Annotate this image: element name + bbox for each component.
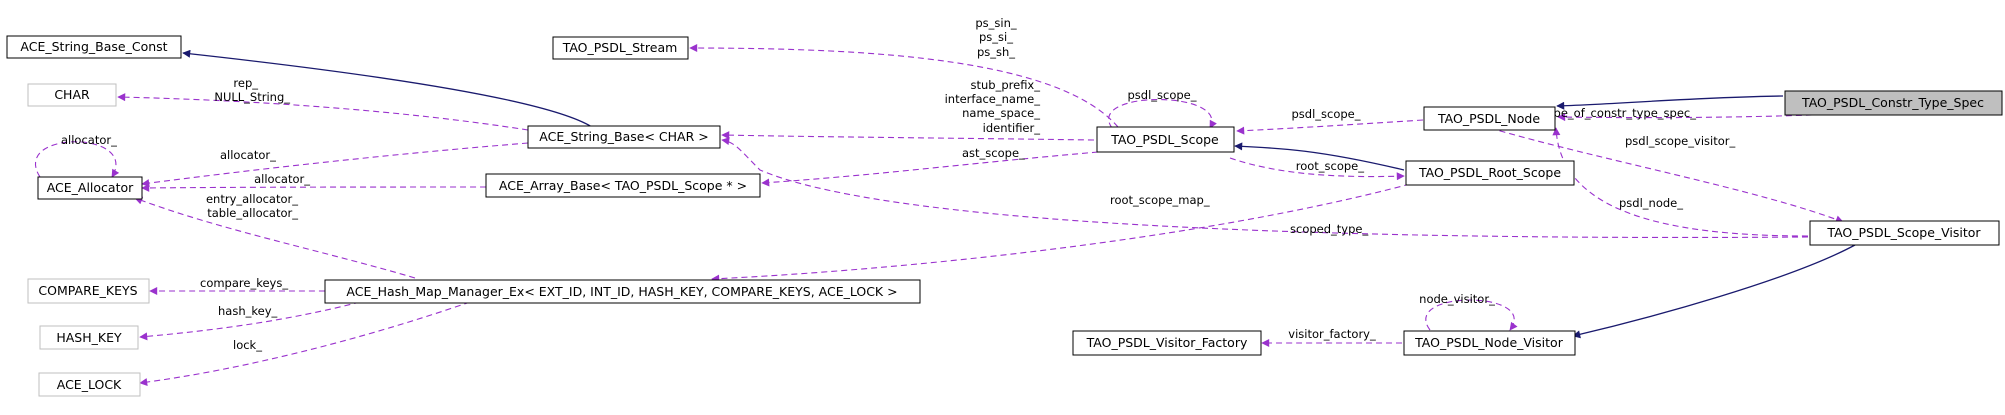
label-allocator-string: allocator_ [220,148,276,162]
edge-labels: ps_sin_ ps_si_ ps_sh_ psdl_scope_ rep_ N… [61,16,1735,352]
label-allocator-array: allocator_ [254,172,310,186]
label-psdl-scope-node: psdl_scope_ [1291,107,1360,121]
edge-node-to-scope-visitor [1489,127,1844,224]
label-rep: rep_ [233,76,258,90]
node-label: HASH_KEY [56,330,122,345]
node-label: TAO_PSDL_Stream [562,40,678,55]
node-label: ACE_Allocator [47,180,134,195]
node-label: TAO_PSDL_Node [1437,111,1540,126]
label-identifier: identifier_ [983,121,1041,135]
label-ast-scope: ast_scope_ [962,146,1025,160]
label-root-scope: root_scope_ [1296,159,1365,173]
edges [35,44,1856,387]
node-ace-string-base-const[interactable]: ACE_String_Base_Const [6,35,182,59]
node-label: TAO_PSDL_Constr_Type_Spec [1801,95,1984,110]
edge-allocator-self-loop [35,141,120,178]
node-tao-psdl-constr-type-spec[interactable]: TAO_PSDL_Constr_Type_Spec [1784,90,2003,116]
edge-root-scope-to-scope-usage [1229,157,1405,181]
edge-scope-visitor-to-node [1552,127,1809,237]
edge-hash-map-to-ace-lock [139,301,471,387]
node-label: COMPARE_KEYS [38,283,137,298]
edge-scope-self-loop [1108,98,1217,129]
node-tao-psdl-scope-visitor[interactable]: TAO_PSDL_Scope_Visitor [1809,220,2000,246]
node-label: ACE_Hash_Map_Manager_Ex< EXT_ID, INT_ID,… [346,284,897,299]
label-entry-allocator: entry_allocator_ [206,192,298,206]
edge-string-base-to-allocator [141,142,529,188]
edge-constr-type-spec-to-node [1556,95,1784,110]
node-ace-string-base-char[interactable]: ACE_String_Base< CHAR > [527,125,721,149]
label-type-of-constr-type-spec: type_of_constr_type_spec_ [1542,106,1696,120]
edge-node-to-scope [1236,119,1424,135]
node-label: ACE_String_Base< CHAR > [539,129,708,144]
node-tao-psdl-node-visitor[interactable]: TAO_PSDL_Node_Visitor [1403,330,1576,356]
node-ace-hash-map-manager-ex[interactable]: ACE_Hash_Map_Manager_Ex< EXT_ID, INT_ID,… [324,279,921,304]
label-visitor-factory: visitor_factory_ [1288,327,1376,341]
edge-scope-visitor-to-node-visitor [1572,244,1856,339]
edge-string-base-to-string-base-const [182,49,593,128]
node-compare-keys[interactable]: COMPARE_KEYS [27,278,150,304]
edge-root-scope-to-scope [1234,142,1405,171]
node-label: ACE_LOCK [57,377,122,392]
node-label: ACE_Array_Base< TAO_PSDL_Scope * > [499,178,747,193]
node-ace-lock[interactable]: ACE_LOCK [38,372,141,397]
node-tao-psdl-root-scope[interactable]: TAO_PSDL_Root_Scope [1405,160,1575,186]
edge-scope-to-array-base [761,151,1099,187]
node-label: TAO_PSDL_Scope [1110,132,1219,147]
label-compare-keys: compare_keys_ [200,276,288,290]
node-label: TAO_PSDL_Scope_Visitor [1826,225,1981,240]
node-hash-key[interactable]: HASH_KEY [39,325,139,350]
label-ps-sin: ps_sin_ [975,16,1017,30]
node-ace-array-base[interactable]: ACE_Array_Base< TAO_PSDL_Scope * > [485,173,761,198]
node-label: CHAR [54,87,90,102]
label-scoped-type: scoped_type_ [1290,222,1368,236]
nodes: ACE_String_Base_Const TAO_PSDL_Stream CH… [6,35,2003,397]
edge-scope-visitor-to-string-base [721,137,1809,239]
edge-array-base-to-allocator [141,183,487,192]
label-stub-prefix: stub_prefix_ [971,78,1041,92]
node-label: TAO_PSDL_Node_Visitor [1414,335,1564,350]
edge-root-scope-to-hash-map [711,183,1411,283]
node-tao-psdl-stream[interactable]: TAO_PSDL_Stream [552,36,689,60]
edge-constr-type-spec-to-node-usage [1557,113,1813,122]
edge-hash-map-to-hash-key [139,301,361,341]
node-label: ACE_String_Base_Const [20,39,167,54]
label-node-visitor: node_visitor_ [1419,292,1495,306]
label-psdl-scope-visitor: psdl_scope_visitor_ [1625,134,1735,148]
label-allocator-self: allocator_ [61,133,117,147]
label-name-space: name_space_ [962,106,1040,120]
label-ps-sh: ps_sh_ [977,45,1015,59]
label-root-scope-map: root_scope_map_ [1110,193,1210,207]
label-table-allocator: table_allocator_ [207,206,298,220]
label-interface-name: interface_name_ [945,92,1041,106]
label-lock: lock_ [233,338,262,352]
label-psdl-scope-self: psdl_scope_ [1127,88,1196,102]
label-hash-key: hash_key_ [218,304,277,318]
node-label: TAO_PSDL_Visitor_Factory [1086,335,1248,350]
label-ps-si: ps_si_ [979,30,1013,44]
label-null-string: NULL_String_ [214,90,290,104]
node-label: TAO_PSDL_Root_Scope [1418,165,1561,180]
edge-node-visitor-self-loop [1425,299,1518,331]
edge-scope-to-stream [689,44,1119,128]
node-tao-psdl-scope[interactable]: TAO_PSDL_Scope [1096,126,1235,153]
node-tao-psdl-visitor-factory[interactable]: TAO_PSDL_Visitor_Factory [1072,330,1262,356]
edge-scope-to-string-base [721,131,1095,141]
node-tao-psdl-node[interactable]: TAO_PSDL_Node [1423,106,1556,131]
node-char[interactable]: CHAR [27,83,117,107]
edge-hash-map-to-allocator [134,196,416,279]
label-psdl-node: psdl_node_ [1619,196,1683,210]
node-ace-allocator[interactable]: ACE_Allocator [37,176,143,200]
edge-string-base-to-char [117,93,529,131]
